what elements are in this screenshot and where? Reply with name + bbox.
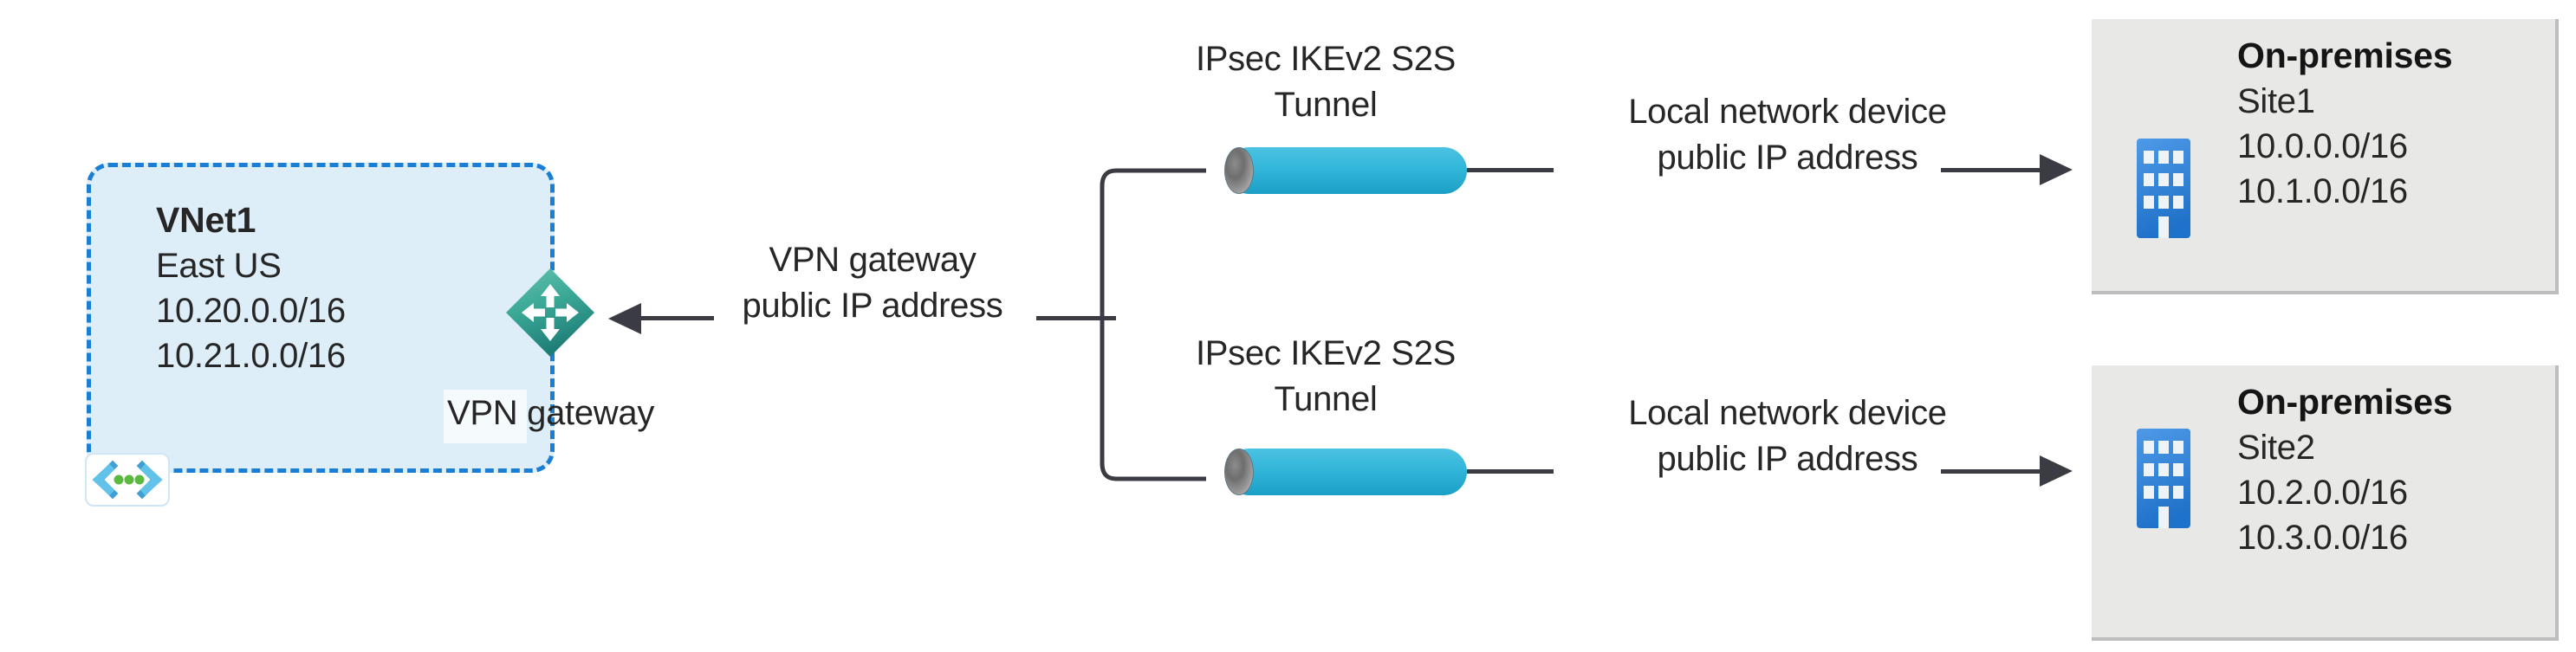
tunnel-2-label: IPsec IKEv2 S2S Tunnel [1161, 331, 1490, 423]
vpn-gateway-public-ip-line1: VPN gateway [769, 241, 977, 279]
tunnel-1-right-connector [1467, 168, 1554, 172]
site-2-arrowhead-icon [2038, 454, 2076, 488]
site-2-name: Site2 [2237, 429, 2315, 468]
tunnel-1-label: IPsec IKEv2 S2S Tunnel [1161, 36, 1490, 128]
vnet-region: East US [156, 247, 282, 286]
local-network-device-1-line1: Local network device [1628, 93, 1947, 131]
virtual-network-icon [85, 453, 170, 507]
vpn-gateway-public-ip-label: VPN gateway public IP address [704, 237, 1041, 329]
site-1-address-space-1: 10.0.0.0/16 [2237, 127, 2408, 166]
local-network-device-1-label: Local network device public IP address [1584, 89, 1991, 181]
tunnel-2-right-connector [1467, 469, 1554, 474]
office-building-icon [2137, 429, 2190, 528]
ipsec-tunnel-2 [1224, 449, 1467, 495]
ipsec-tunnel-1 [1224, 147, 1467, 194]
vnet-name: VNet1 [156, 200, 256, 240]
vnet-container [87, 163, 555, 473]
tunnel-1-opening [1224, 147, 1254, 194]
tunnel-1-label-line2: Tunnel [1274, 86, 1378, 125]
gateway-connector-left [638, 316, 714, 320]
tunnel-1-label-line1: IPsec IKEv2 S2S [1195, 40, 1457, 78]
site-2-address-space-2: 10.3.0.0/16 [2237, 519, 2408, 558]
local-network-device-2-line2: public IP address [1657, 440, 1918, 479]
site-2-text-block: On-premises Site2 10.2.0.0/16 10.3.0.0/1… [2237, 379, 2453, 560]
local-network-device-1-line2: public IP address [1657, 139, 1918, 178]
gateway-arrowhead-icon [607, 299, 646, 339]
vnet-address-space-2: 10.21.0.0/16 [156, 337, 346, 376]
office-building-icon [2137, 139, 2190, 238]
vnet-text-block: VNet1 East US 10.20.0.0/16 10.21.0.0/16 [156, 197, 346, 378]
local-network-device-2-line1: Local network device [1628, 394, 1947, 432]
vpn-gateway-label: VPN gateway [447, 394, 655, 432]
site-1-text-block: On-premises Site1 10.0.0.0/16 10.1.0.0/1… [2237, 33, 2453, 214]
site-1-address-space-2: 10.1.0.0/16 [2237, 172, 2408, 211]
tunnel-branch-connector [1100, 152, 1256, 498]
tunnel-2-label-line1: IPsec IKEv2 S2S [1195, 334, 1457, 372]
site-1-title: On-premises [2237, 36, 2453, 75]
vpn-gateway-label-backdrop [444, 390, 527, 443]
local-network-device-2-label: Local network device public IP address [1584, 391, 1991, 482]
tunnel-2-opening [1224, 449, 1254, 495]
vnet-address-space-1: 10.20.0.0/16 [156, 292, 346, 331]
site-1-name: Site1 [2237, 82, 2315, 121]
site-2-address-space-1: 10.2.0.0/16 [2237, 474, 2408, 513]
site-2-title: On-premises [2237, 382, 2453, 422]
site-1-arrow-shaft [1941, 168, 2058, 172]
site-1-arrowhead-icon [2038, 152, 2076, 187]
tunnel-2-label-line2: Tunnel [1274, 380, 1378, 419]
vpn-gateway-public-ip-line2: public IP address [742, 287, 1003, 326]
gateway-connector-right [1036, 316, 1116, 320]
vpn-gateway-icon [504, 267, 596, 358]
site-2-arrow-shaft [1941, 469, 2058, 474]
